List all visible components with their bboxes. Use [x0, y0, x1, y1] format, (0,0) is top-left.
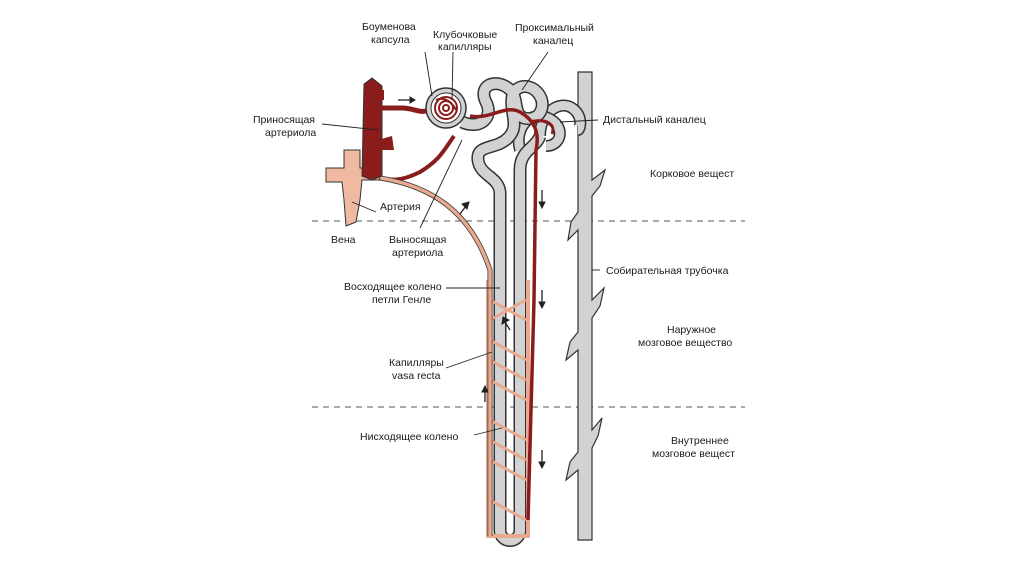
- label-collecting: Собирательная трубочка: [606, 265, 729, 277]
- label-bowman-1: Боуменова: [362, 21, 416, 33]
- label-vasa-recta-2: vasa recta: [392, 370, 441, 382]
- label-bowman-2: капсула: [371, 34, 410, 46]
- label-artery: Артерия: [380, 201, 421, 213]
- label-distal: Дистальный каналец: [603, 114, 706, 126]
- collecting-duct: [566, 72, 605, 540]
- label-proximal-1: Проксимальный: [515, 22, 594, 34]
- label-glomerular-2: капилляры: [438, 41, 492, 53]
- label-outer-medulla-1: Наружное: [667, 324, 716, 336]
- label-inner-medulla-2: мозговое вещест: [652, 448, 735, 460]
- label-glomerular-1: Клубочковые: [433, 29, 497, 41]
- label-inner-medulla-1: Внутреннее: [671, 435, 729, 447]
- label-efferent-2: артериола: [392, 247, 443, 259]
- label-cortex: Корковое вещест: [650, 168, 734, 180]
- label-ascending-1: Восходящее колено: [344, 281, 442, 293]
- label-afferent-1: Приносящая: [253, 114, 315, 126]
- label-afferent-2: артериола: [265, 127, 316, 139]
- label-descending: Нисходящее колено: [360, 431, 458, 443]
- label-vein: Вена: [331, 234, 356, 246]
- afferent-arteriole: [380, 108, 430, 111]
- label-proximal-2: каналец: [533, 35, 573, 47]
- label-ascending-2: петли Генле: [372, 294, 431, 306]
- label-outer-medulla-2: мозговое вещество: [638, 337, 732, 349]
- label-vasa-recta-1: Капилляры: [389, 357, 444, 369]
- label-efferent-1: Выносящая: [389, 234, 446, 246]
